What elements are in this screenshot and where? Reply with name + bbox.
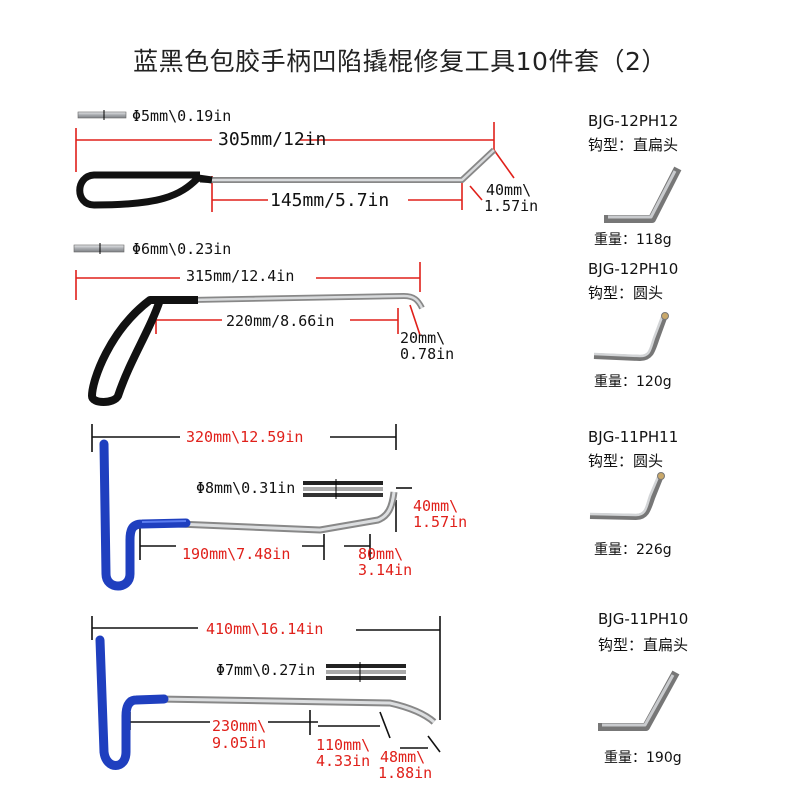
tool-1-tip-mm: 40mm\ bbox=[486, 181, 532, 199]
tool-1-diameter-sample bbox=[77, 110, 127, 120]
tool-4-tip-in: 1.88in bbox=[378, 764, 433, 782]
tool-3-total-length: 320mm\12.59in bbox=[186, 428, 304, 446]
tool-1-hook-type: 钩型：直扁头 bbox=[588, 136, 679, 154]
tool-3-drawing bbox=[91, 424, 412, 591]
tool-3-tip-in: 1.57in bbox=[413, 513, 468, 531]
tool-4-mid-in: 4.33in bbox=[316, 752, 371, 770]
tool-4-weight: 重量：190g bbox=[604, 750, 682, 766]
page-title: 蓝黑色包胶手柄凹陷撬棍修复工具10件套（2） bbox=[133, 47, 667, 76]
tool-2-hook-type: 钩型：圆头 bbox=[588, 284, 664, 302]
hook-photo-4 bbox=[598, 670, 680, 731]
tool-3-hook-type: 钩型：圆头 bbox=[588, 452, 664, 470]
tool-4-drawing bbox=[91, 616, 441, 770]
tool-3-tip-mm: 40mm\ bbox=[413, 497, 459, 515]
tool-2-diameter-sample bbox=[73, 243, 125, 254]
tool-4-shaft-in: 9.05in bbox=[212, 734, 267, 752]
tool-4-dimension-lines bbox=[91, 616, 441, 753]
tool-3-diameter-label: Φ8mm\0.31in bbox=[196, 479, 296, 497]
tool-2-diameter-label: Φ6mm\0.23in bbox=[132, 240, 232, 258]
tool-1-weight: 重量：118g bbox=[594, 232, 672, 248]
tool-3-shaft-length: 190mm\7.48in bbox=[182, 545, 291, 563]
tool-1-shaft-length: 145mm/5.7in bbox=[270, 190, 390, 211]
tool-1-total-length: 305mm/12in bbox=[218, 129, 327, 150]
tool-3-model: BJG-11PH11 bbox=[588, 428, 679, 446]
tool-4-model: BJG-11PH10 bbox=[598, 610, 689, 628]
tool-1-model: BJG-12PH12 bbox=[588, 112, 679, 130]
tool-4-shaft-mm: 230mm\ bbox=[212, 717, 267, 735]
tool-1-dimension-lines bbox=[75, 122, 515, 212]
tool-4-total-length: 410mm\16.14in bbox=[206, 620, 324, 638]
hook-photo-2 bbox=[593, 312, 669, 361]
tool-2-tip-in: 0.78in bbox=[400, 345, 455, 363]
tool-2-total-length: 315mm/12.4in bbox=[186, 267, 295, 285]
tool-2-model: BJG-12PH10 bbox=[588, 260, 679, 278]
tool-2-drawing bbox=[73, 243, 425, 406]
tool-4-diameter-sample bbox=[326, 662, 406, 682]
tool-3-mid-mm: 80mm\ bbox=[358, 545, 404, 563]
tool-1-tip-in: 1.57in bbox=[484, 197, 539, 215]
tool-1-diameter-label: Φ5mm\0.19in bbox=[132, 107, 232, 125]
hook-photo-1 bbox=[604, 166, 682, 223]
tool-2-shaft-length: 220mm/8.66in bbox=[226, 312, 335, 330]
tool-1-drawing bbox=[75, 110, 515, 212]
tool-4-tip-mm: 48mm\ bbox=[380, 748, 426, 766]
tool-3-mid-in: 3.14in bbox=[358, 561, 413, 579]
tool-4-diameter-label: Φ7mm\0.27in bbox=[216, 661, 316, 679]
hook-photo-3 bbox=[589, 472, 665, 520]
tool-3-diameter-sample bbox=[303, 479, 383, 499]
tool-4-hook-type: 钩型：直扁头 bbox=[598, 636, 689, 654]
tool-2-weight: 重量：120g bbox=[594, 374, 672, 390]
tool-3-weight: 重量：226g bbox=[594, 542, 672, 558]
tool-4-mid-mm: 110mm\ bbox=[316, 736, 371, 754]
tool-2-tip-mm: 20mm\ bbox=[400, 329, 446, 347]
